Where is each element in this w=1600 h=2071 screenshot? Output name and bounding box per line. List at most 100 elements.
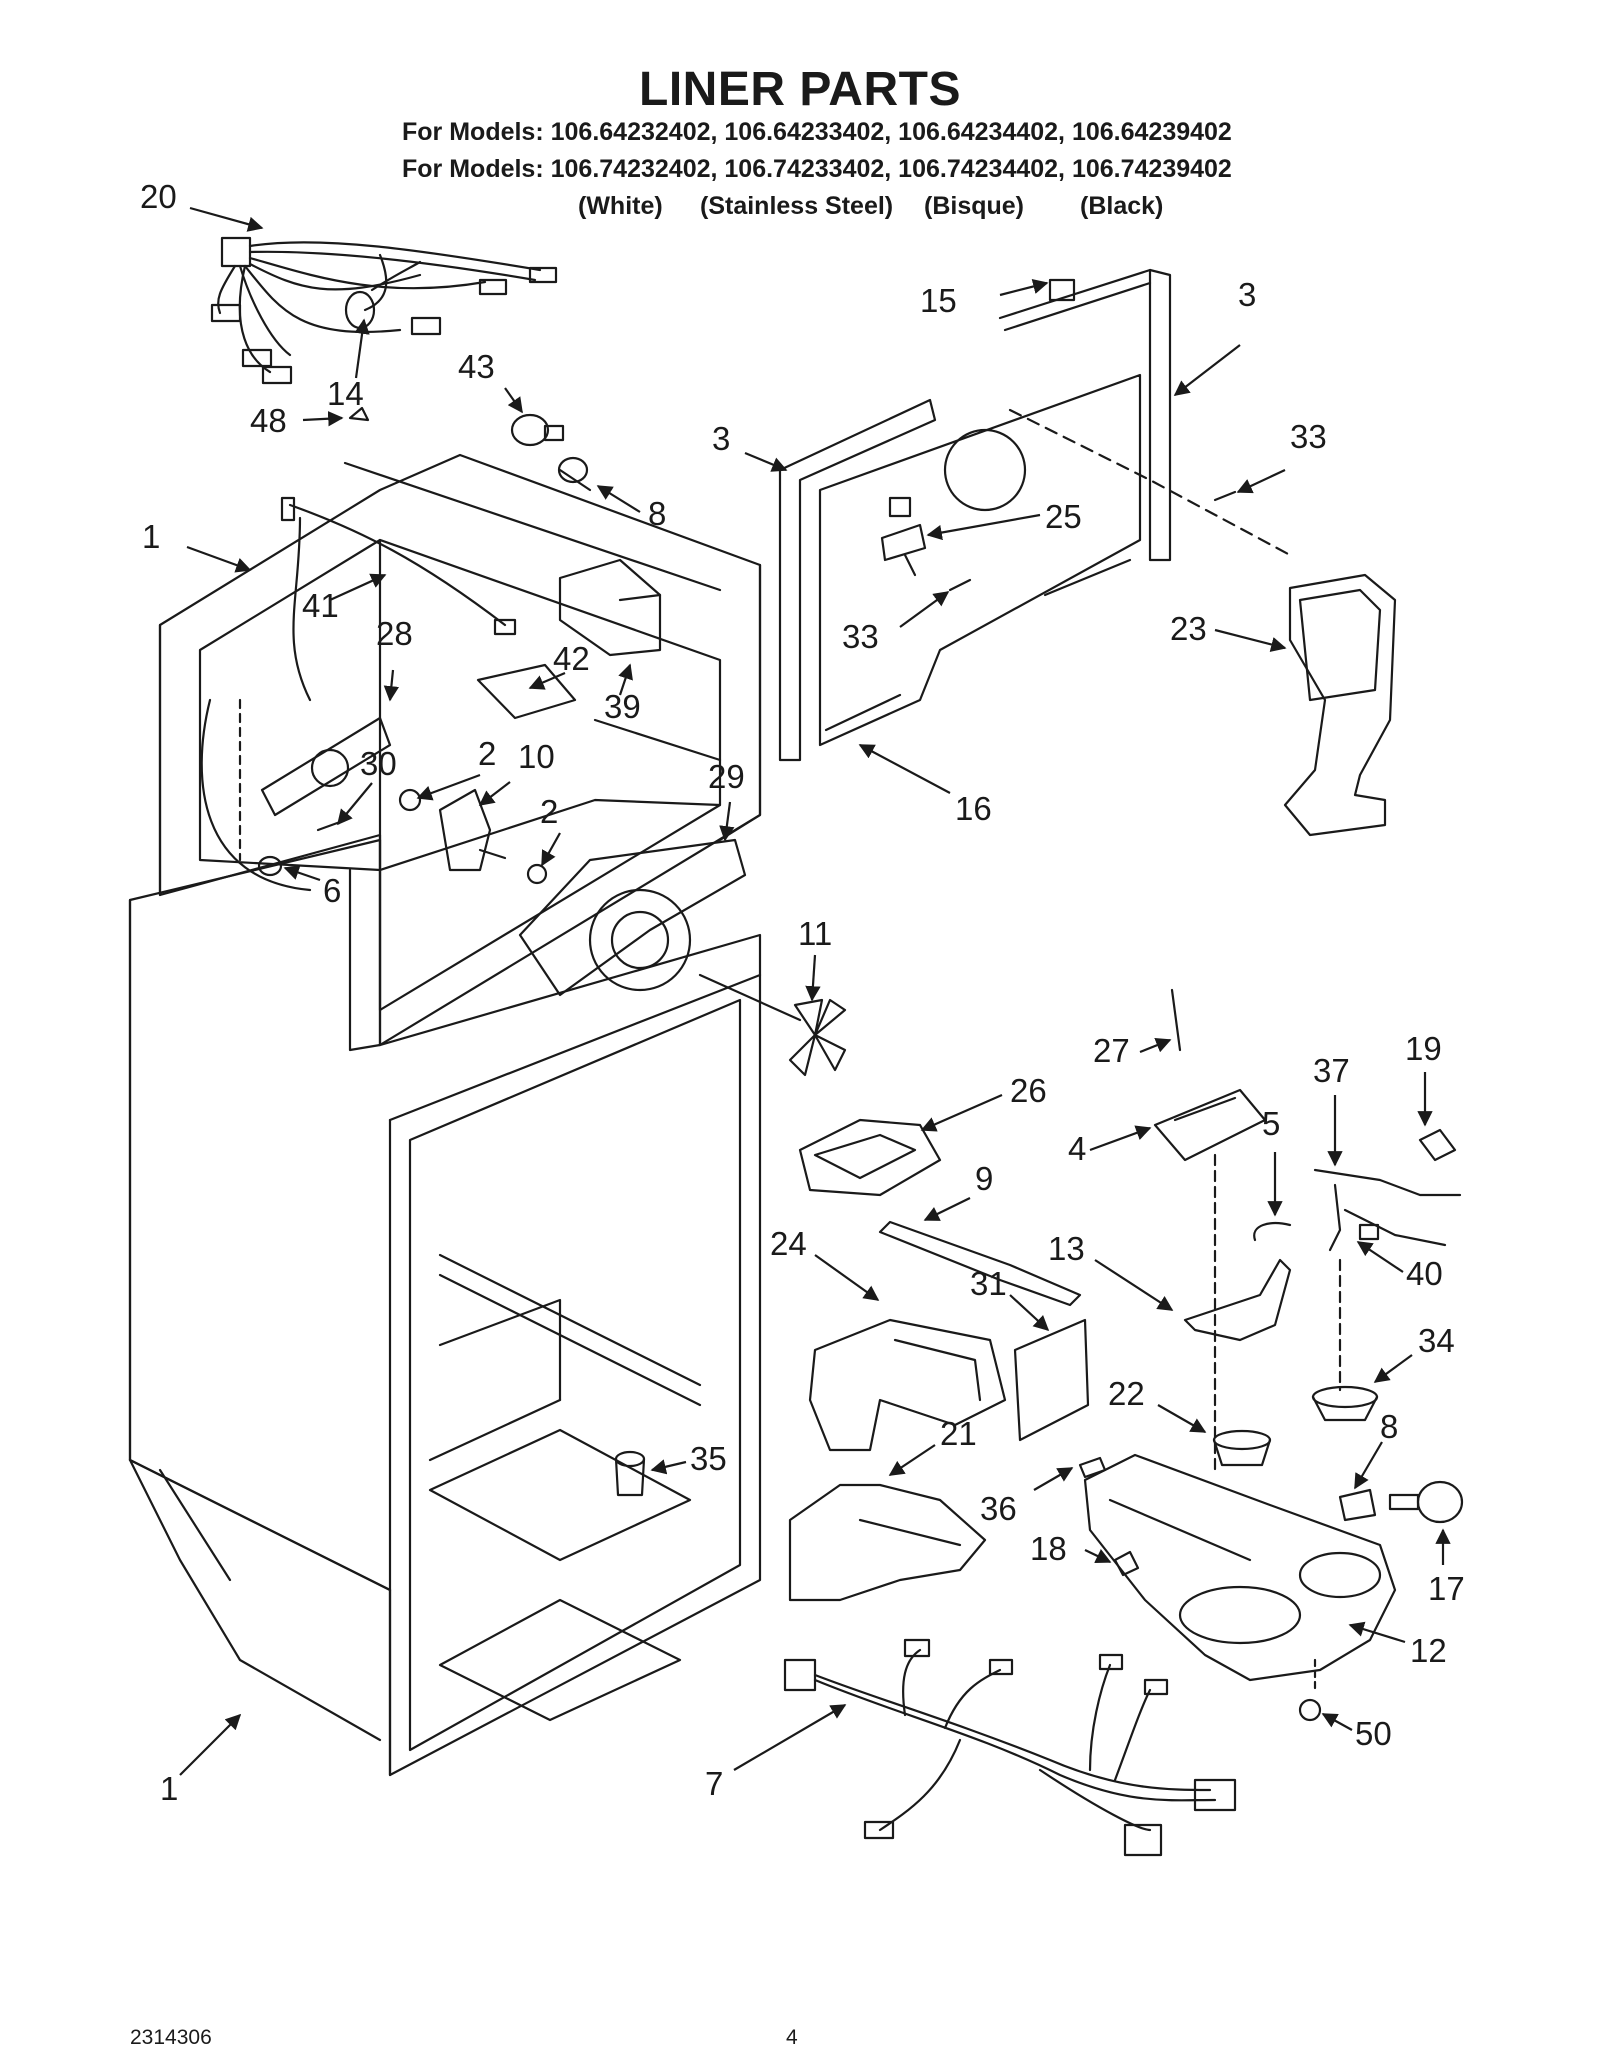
callout-40: 40 — [1406, 1255, 1443, 1292]
knob-2-lower — [526, 863, 548, 885]
refrigerator-liner — [128, 838, 762, 1777]
document-number: 2314306 — [130, 2026, 212, 2049]
finish-white: (White) — [578, 192, 663, 220]
callout-28: 28 — [376, 615, 413, 652]
thermostat-10 — [438, 788, 507, 872]
callout-labels: 20 14 48 43 8 1 41 28 42 39 30 2 10 2 29… — [140, 178, 1465, 1807]
callout-12: 12 — [1410, 1632, 1447, 1669]
callout-4: 4 — [1068, 1130, 1086, 1167]
insulation-31 — [1013, 1318, 1090, 1442]
air-damper-25 — [880, 523, 927, 577]
damper-control-13 — [1183, 1258, 1292, 1342]
callout-26: 26 — [1010, 1072, 1047, 1109]
clip-48 — [348, 406, 370, 422]
callout-43: 43 — [458, 348, 495, 385]
callout-24: 24 — [770, 1225, 807, 1262]
light-bulb-17 — [1388, 1480, 1464, 1524]
callout-41: 41 — [302, 587, 339, 624]
sensor-36 — [1078, 1456, 1107, 1479]
callout-39: 39 — [604, 688, 641, 725]
drain-tube-35 — [614, 1450, 646, 1497]
callout-1-lower: 1 — [160, 1770, 178, 1807]
light-bulb-43 — [510, 413, 565, 447]
screw-27 — [1170, 988, 1182, 1052]
dashed-screw-line — [1008, 408, 1292, 557]
gasket-5 — [1253, 1222, 1292, 1242]
callout-6: 6 — [323, 872, 341, 909]
back-panel-16 — [818, 373, 1142, 747]
callout-50: 50 — [1355, 1715, 1392, 1752]
callout-19: 19 — [1405, 1030, 1442, 1067]
light-shield-26 — [798, 1118, 942, 1197]
callout-42: 42 — [553, 640, 590, 677]
callout-18: 18 — [1030, 1530, 1067, 1567]
control-housing-28 — [260, 716, 392, 817]
plug-6 — [257, 855, 283, 877]
callout-48: 48 — [250, 402, 287, 439]
callout-8-lower: 8 — [1380, 1408, 1398, 1445]
callout-23: 23 — [1170, 610, 1207, 647]
callout-27: 27 — [1093, 1032, 1130, 1069]
callout-29: 29 — [708, 758, 745, 795]
finish-bisque: (Bisque) — [924, 192, 1024, 220]
page-title: LINER PARTS — [639, 63, 961, 116]
fan-shaft-line — [698, 973, 802, 1022]
switch-37-40 — [1313, 1168, 1462, 1252]
switch-19 — [1418, 1128, 1457, 1162]
callout-9: 9 — [975, 1160, 993, 1197]
models-line-2: For Models: 106.74232402, 106.74233402, … — [402, 155, 1232, 183]
fan-blade-11 — [788, 998, 847, 1077]
callout-15: 15 — [920, 282, 957, 319]
screw-30 — [316, 820, 342, 832]
housing-12 — [1083, 1453, 1397, 1682]
callout-21: 21 — [940, 1415, 977, 1452]
screw-33-right — [1213, 490, 1237, 502]
callout-11: 11 — [798, 915, 832, 952]
nut-50 — [1298, 1698, 1322, 1722]
sensor-wire — [200, 698, 312, 892]
page-number: 4 — [786, 2026, 798, 2049]
wire-harness-lower — [783, 1638, 1237, 1857]
callout-16: 16 — [955, 790, 992, 827]
light-socket-8-top — [557, 456, 592, 492]
callout-3-left: 3 — [712, 420, 730, 457]
wiring-41 — [280, 496, 517, 702]
callout-8-top: 8 — [648, 495, 666, 532]
air-duct-23 — [1283, 573, 1397, 837]
gasket-3-left — [778, 398, 937, 762]
bracket-42 — [476, 663, 577, 720]
screw-33-left — [948, 578, 972, 592]
callout-3-right: 3 — [1238, 276, 1256, 313]
bearing-22 — [1212, 1429, 1272, 1467]
callout-35: 35 — [690, 1440, 727, 1477]
knob-2-upper — [398, 788, 422, 812]
thermistor-18 — [1113, 1550, 1140, 1577]
callout-20: 20 — [140, 178, 177, 215]
callout-22: 22 — [1108, 1375, 1145, 1412]
light-housing-39 — [558, 558, 662, 657]
fan-shroud-29 — [518, 838, 747, 997]
callout-10: 10 — [518, 738, 555, 775]
models-line-1: For Models: 106.64232402, 106.64233402, … — [402, 118, 1232, 146]
callout-2-lower: 2 — [540, 793, 558, 830]
callout-31: 31 — [970, 1265, 1007, 1302]
callout-37: 37 — [1313, 1052, 1350, 1089]
lamp-cover-34 — [1311, 1385, 1379, 1422]
finish-black: (Black) — [1080, 192, 1164, 220]
cap-15 — [1048, 278, 1076, 302]
drain-trough-21 — [788, 1483, 987, 1602]
callout-33-left: 33 — [842, 618, 879, 655]
callout-7: 7 — [705, 1765, 723, 1802]
callout-13: 13 — [1048, 1230, 1085, 1267]
callout-1-upper: 1 — [142, 518, 160, 555]
control-board-4 — [1153, 1088, 1267, 1162]
callout-30: 30 — [360, 745, 397, 782]
evaporator-cover-24 — [808, 1318, 1007, 1452]
callout-5: 5 — [1262, 1105, 1280, 1142]
callout-14: 14 — [327, 375, 364, 412]
callout-2-upper: 2 — [478, 735, 496, 772]
callout-25: 25 — [1045, 498, 1082, 535]
leader-arrows — [179, 206, 1451, 1776]
callout-17: 17 — [1428, 1570, 1465, 1607]
